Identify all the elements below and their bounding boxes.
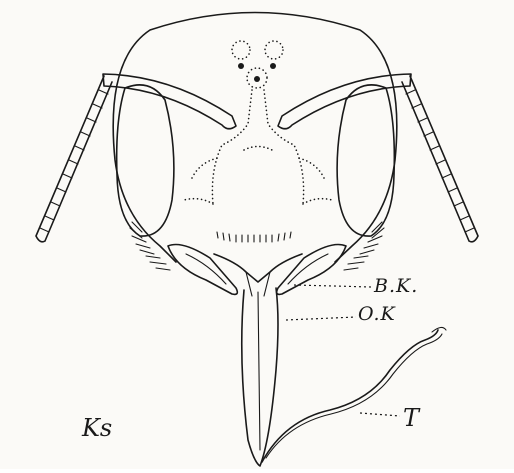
left-mandible [168,245,237,295]
head-capsule-outline [113,13,397,263]
left-cheek-hairs [130,222,170,270]
proboscis-midline [258,292,260,450]
right-compound-eye [337,85,394,236]
ocelli [232,41,283,88]
label-ok: O.K [358,303,396,325]
leader-t [360,413,400,416]
left-compound-eye [117,85,174,236]
left-antenna-flagellum [36,76,112,242]
leader-bk [294,285,372,287]
leader-ok [286,317,356,320]
right-mandible [277,245,346,295]
tongue [262,330,438,462]
right-antenna-flagellum [402,76,478,242]
tongue-inner [266,334,442,458]
clypeus-sutures [184,90,332,204]
right-antenna-scape [278,74,411,129]
tongue-tip [432,327,446,332]
label-ks: Ks [82,414,112,442]
label-t: T [403,404,419,432]
label-bk: B.K. [374,275,418,297]
labrum-fringe [217,232,291,242]
